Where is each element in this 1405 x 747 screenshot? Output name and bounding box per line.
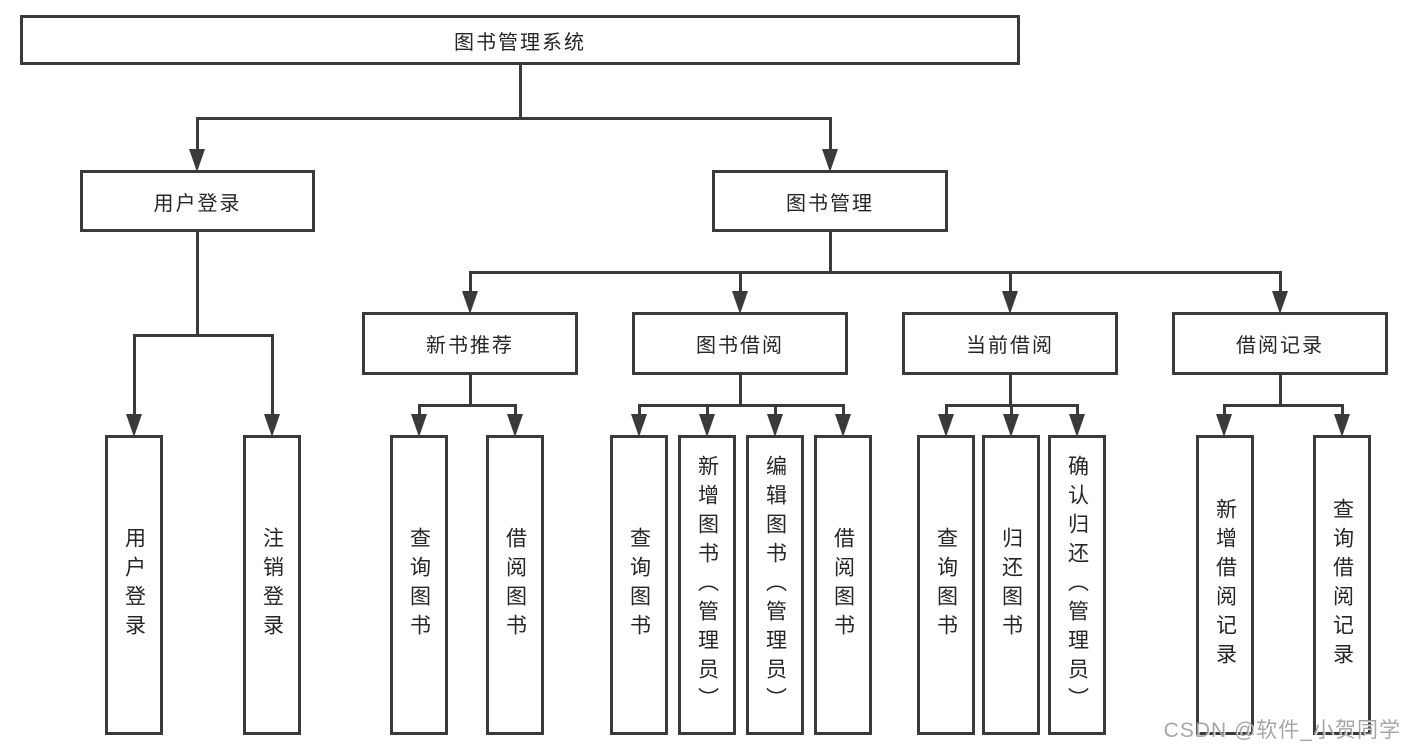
arrowhead-down-icon (125, 414, 142, 437)
node-borrow-records: 借阅记录 (1172, 312, 1388, 375)
leaf-return-books: 归还图书 (982, 435, 1040, 735)
csdn-watermark: CSDN @软件_小贺同学 (1163, 719, 1401, 742)
node-label: 图书管理系统 (454, 31, 586, 54)
connector-rail (195, 116, 832, 120)
connector-drop (1008, 272, 1012, 300)
leaf-logout: 注销登录 (243, 435, 301, 735)
leaf-label: 注销登录 (260, 527, 284, 643)
arrowhead-down-icon (461, 291, 478, 314)
leaf-query-books-borrow: 查询图书 (610, 435, 668, 735)
leaf-label: 查询图书 (934, 527, 958, 643)
connector-drop (270, 335, 274, 423)
arrowhead-down-icon (834, 414, 851, 437)
node-book-management: 图书管理 (712, 170, 948, 232)
connector-drop (828, 118, 832, 158)
arrowhead-down-icon (1068, 414, 1085, 437)
leaf-label: 归还图书 (999, 527, 1023, 643)
connector-drop (195, 118, 199, 158)
arrowhead-down-icon (263, 414, 280, 437)
arrowhead-down-icon (1333, 414, 1350, 437)
arrowhead-down-icon (937, 414, 954, 437)
leaf-add-borrow-record: 新增借阅记录 (1196, 435, 1254, 735)
node-book-borrow: 图书借阅 (632, 312, 848, 375)
leaf-query-borrow-record: 查询借阅记录 (1313, 435, 1371, 735)
arrowhead-down-icon (766, 414, 783, 437)
connector-stem (828, 232, 832, 272)
node-new-book-recommend: 新书推荐 (362, 312, 578, 375)
connector-stem (518, 65, 522, 118)
leaf-label: 用户登录 (122, 527, 146, 643)
node-user-login: 用户登录 (80, 170, 315, 232)
connector-drop (1278, 272, 1282, 300)
arrowhead-down-icon (188, 149, 205, 172)
node-current-borrow: 当前借阅 (902, 312, 1118, 375)
connector-stem (195, 232, 199, 335)
leaf-label: 新增图书（管理员） (695, 454, 719, 716)
connector-drop (132, 335, 136, 423)
connector-stem (468, 375, 472, 405)
leaf-query-books-recommend: 查询图书 (390, 435, 448, 735)
arrowhead-down-icon (1002, 414, 1019, 437)
connector-drop (468, 272, 472, 300)
connector-rail (417, 403, 517, 407)
arrowhead-down-icon (1271, 291, 1288, 314)
leaf-edit-book-admin: 编辑图书（管理员） (746, 435, 804, 735)
leaf-label: 查询借阅记录 (1330, 498, 1354, 672)
connector-stem (1278, 375, 1282, 405)
arrowhead-down-icon (410, 414, 427, 437)
node-label: 新书推荐 (426, 335, 514, 357)
connector-rail (637, 403, 845, 407)
arrowhead-down-icon (1215, 414, 1232, 437)
leaf-label: 编辑图书（管理员） (763, 454, 787, 716)
leaf-label: 借阅图书 (831, 527, 855, 643)
connector-stem (738, 375, 742, 405)
node-label: 当前借阅 (966, 335, 1054, 357)
arrowhead-down-icon (731, 291, 748, 314)
leaf-label: 确认归还（管理员） (1065, 454, 1089, 716)
leaf-add-book-admin: 新增图书（管理员） (678, 435, 736, 735)
arrowhead-down-icon (821, 149, 838, 172)
node-label: 图书借阅 (696, 335, 784, 357)
connector-drop (738, 272, 742, 300)
leaf-label: 新增借阅记录 (1213, 498, 1237, 672)
connector-stem (1008, 375, 1012, 405)
leaf-label: 查询图书 (627, 527, 651, 643)
node-label: 用户登录 (153, 192, 242, 215)
arrowhead-down-icon (506, 414, 523, 437)
arrowhead-down-icon (630, 414, 647, 437)
leaf-label: 查询图书 (407, 527, 431, 643)
leaf-query-books-current: 查询图书 (917, 435, 975, 735)
leaf-user-login: 用户登录 (105, 435, 163, 735)
leaf-label: 借阅图书 (503, 527, 527, 643)
node-label: 图书管理 (786, 192, 874, 215)
node-root: 图书管理系统 (20, 15, 1020, 65)
leaf-borrow-books: 借阅图书 (814, 435, 872, 735)
arrowhead-down-icon (1001, 291, 1018, 314)
arrowhead-down-icon (698, 414, 715, 437)
node-label: 借阅记录 (1236, 335, 1324, 357)
connector-rail (1222, 403, 1344, 407)
connector-rail (468, 270, 1282, 274)
connector-rail (132, 333, 274, 337)
leaf-borrow-books-recommend: 借阅图书 (486, 435, 544, 735)
leaf-confirm-return-admin: 确认归还（管理员） (1048, 435, 1106, 735)
